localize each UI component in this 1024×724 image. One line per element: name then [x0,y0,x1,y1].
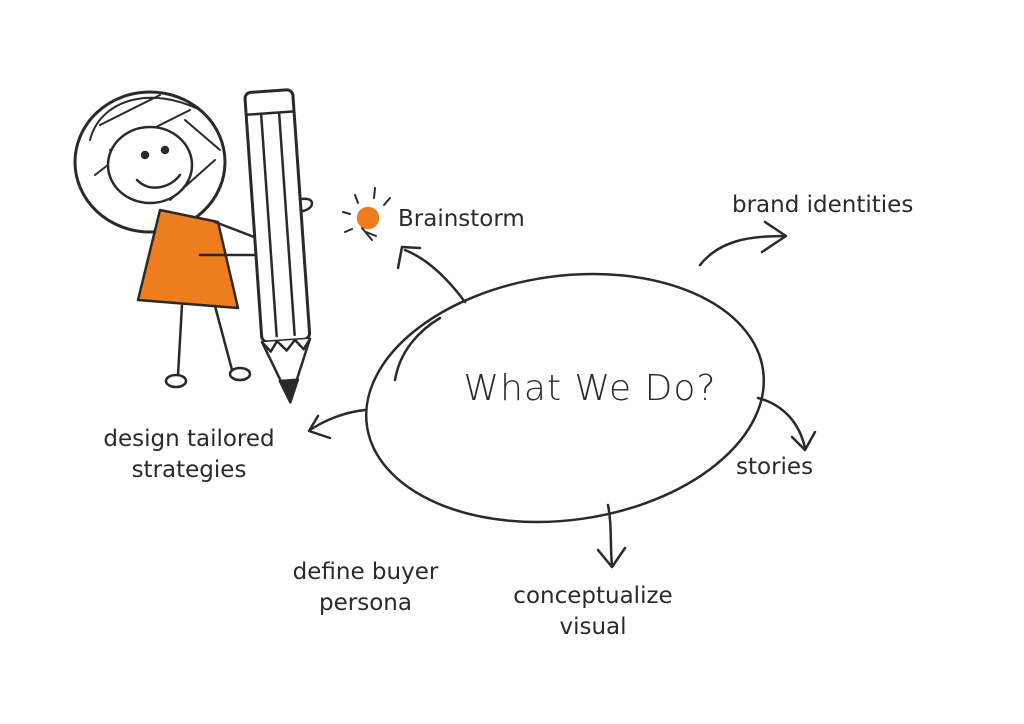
label-brand-identities: brand identities [732,192,914,218]
center-bubble [364,272,766,524]
girl-illustration [73,90,264,389]
arrow-visual [596,503,627,569]
label-line: define buyer [292,559,439,585]
label-line: visual [559,614,627,640]
label-stories: stories [736,454,814,480]
label-line: strategies [131,457,247,483]
arrow-brand [698,220,788,267]
label-line: persona [319,590,412,616]
center-title: What We Do? [463,368,717,409]
arrow-brainstorm [396,245,467,304]
pencil-illustration [243,88,314,404]
label-conceptualize-visual: conceptualize visual [498,581,688,643]
label-design-tailored-strategies: design tailored strategies [84,424,294,486]
label-line: conceptualize [513,583,673,609]
label-line: design tailored [103,426,275,452]
arrow-design [307,408,367,440]
label-brainstorm: Brainstorm [398,206,525,232]
label-define-buyer-persona: define buyer persona [278,557,453,619]
lightbulb-icon [342,187,391,241]
arrow-stories [756,396,817,452]
bubble-inner-stroke [393,316,442,382]
